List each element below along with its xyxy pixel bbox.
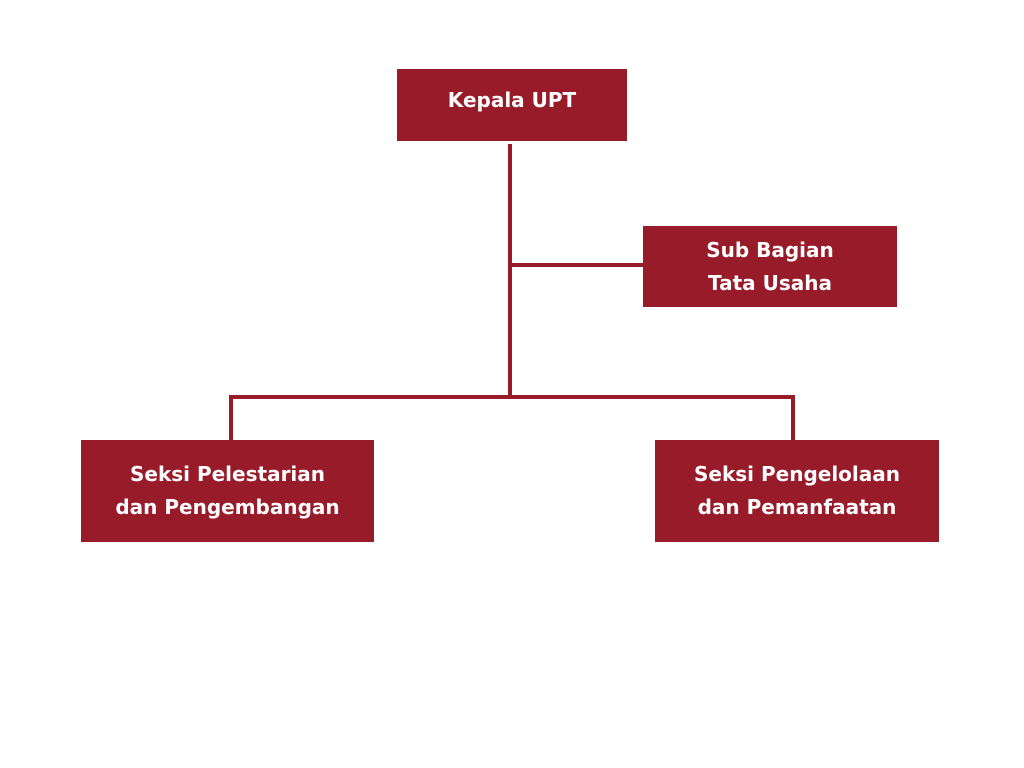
node-label: Seksi Pengelolaan (693, 462, 900, 486)
node-seksi-pelestarian: Seksi Pelestarian dan Pengembangan (81, 440, 374, 542)
node-kepala-upt: Kepala UPT (397, 69, 627, 141)
connector-main-vertical (508, 144, 512, 399)
node-sub-bagian-tata-usaha: Sub Bagian Tata Usaha (643, 226, 897, 307)
node-label: dan Pemanfaatan (697, 495, 897, 519)
connector-horizontal (229, 395, 795, 399)
connector-left (229, 395, 233, 441)
node-label: dan Pengembangan (115, 495, 340, 519)
node-label: Kepala UPT (447, 87, 577, 112)
node-seksi-pengelolaan: Seksi Pengelolaan dan Pemanfaatan (655, 440, 939, 542)
node-label: Tata Usaha (708, 270, 832, 295)
node-label: Seksi Pelestarian (129, 462, 326, 486)
connector-admin (510, 263, 644, 267)
node-label: Sub Bagian (706, 237, 834, 262)
connector-right (791, 395, 795, 441)
